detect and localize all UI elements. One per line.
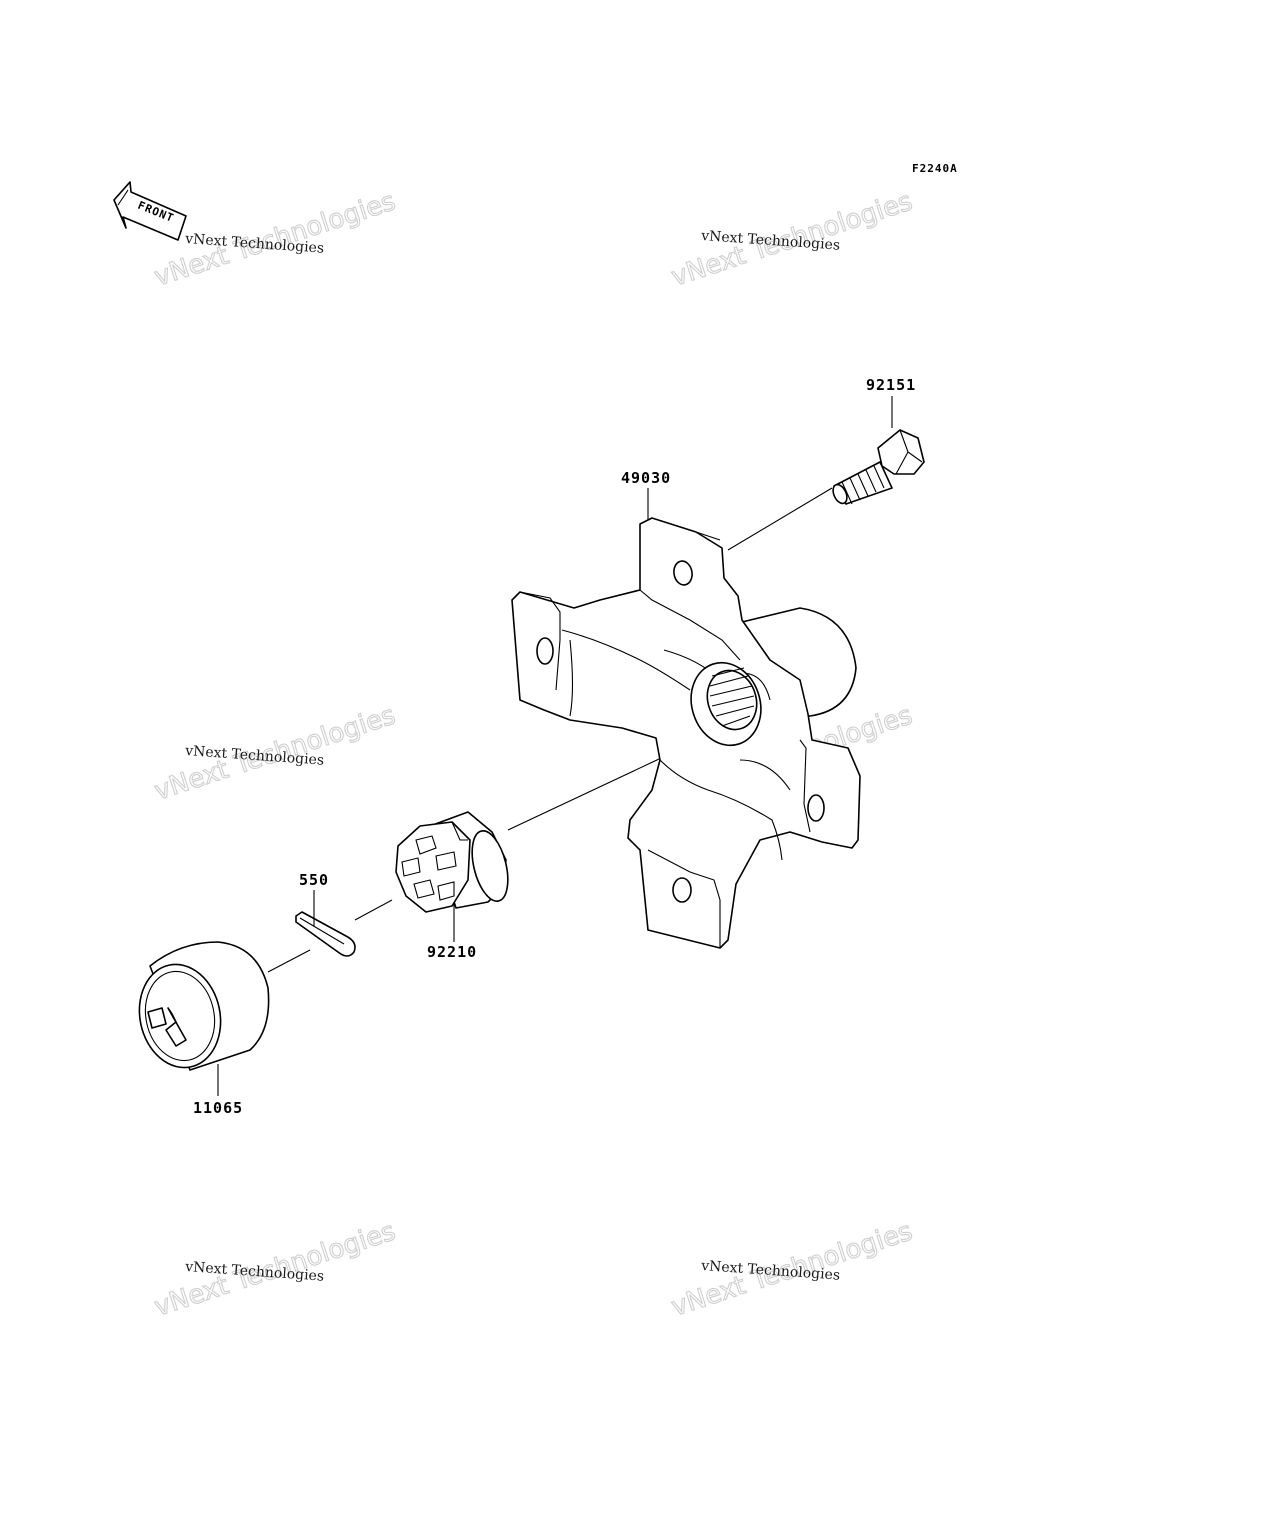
watermark-top-right: vNext Technologies vNext Technologies: [667, 186, 916, 293]
watermark-top-left: vNext Technologies vNext Technologies: [150, 186, 399, 293]
part-label-92151: 92151: [866, 376, 916, 394]
part-label-92210: 92210: [427, 943, 477, 961]
part-label-11065: 11065: [193, 1099, 243, 1117]
stud-92151[interactable]: [830, 429, 925, 506]
cotter-pin-550[interactable]: [295, 911, 356, 957]
cap-11065[interactable]: [130, 941, 270, 1075]
watermark-bottom-right: vNext Technologies vNext Technologies: [667, 1216, 916, 1323]
hub-49030[interactable]: [511, 517, 861, 949]
front-arrow-icon: FRONT: [113, 181, 187, 241]
watermark-bottom-left: vNext Technologies vNext Technologies: [150, 1216, 399, 1323]
part-label-550: 550: [299, 871, 329, 889]
castle-nut-92210[interactable]: [395, 811, 514, 913]
leader-lines: [217, 396, 893, 1096]
diagram-code: F2240A: [912, 162, 958, 175]
part-label-49030: 49030: [621, 469, 671, 487]
watermark-middle-left: vNext Technologies vNext Technologies: [150, 700, 399, 807]
logo-icon: [147, 1007, 187, 1047]
